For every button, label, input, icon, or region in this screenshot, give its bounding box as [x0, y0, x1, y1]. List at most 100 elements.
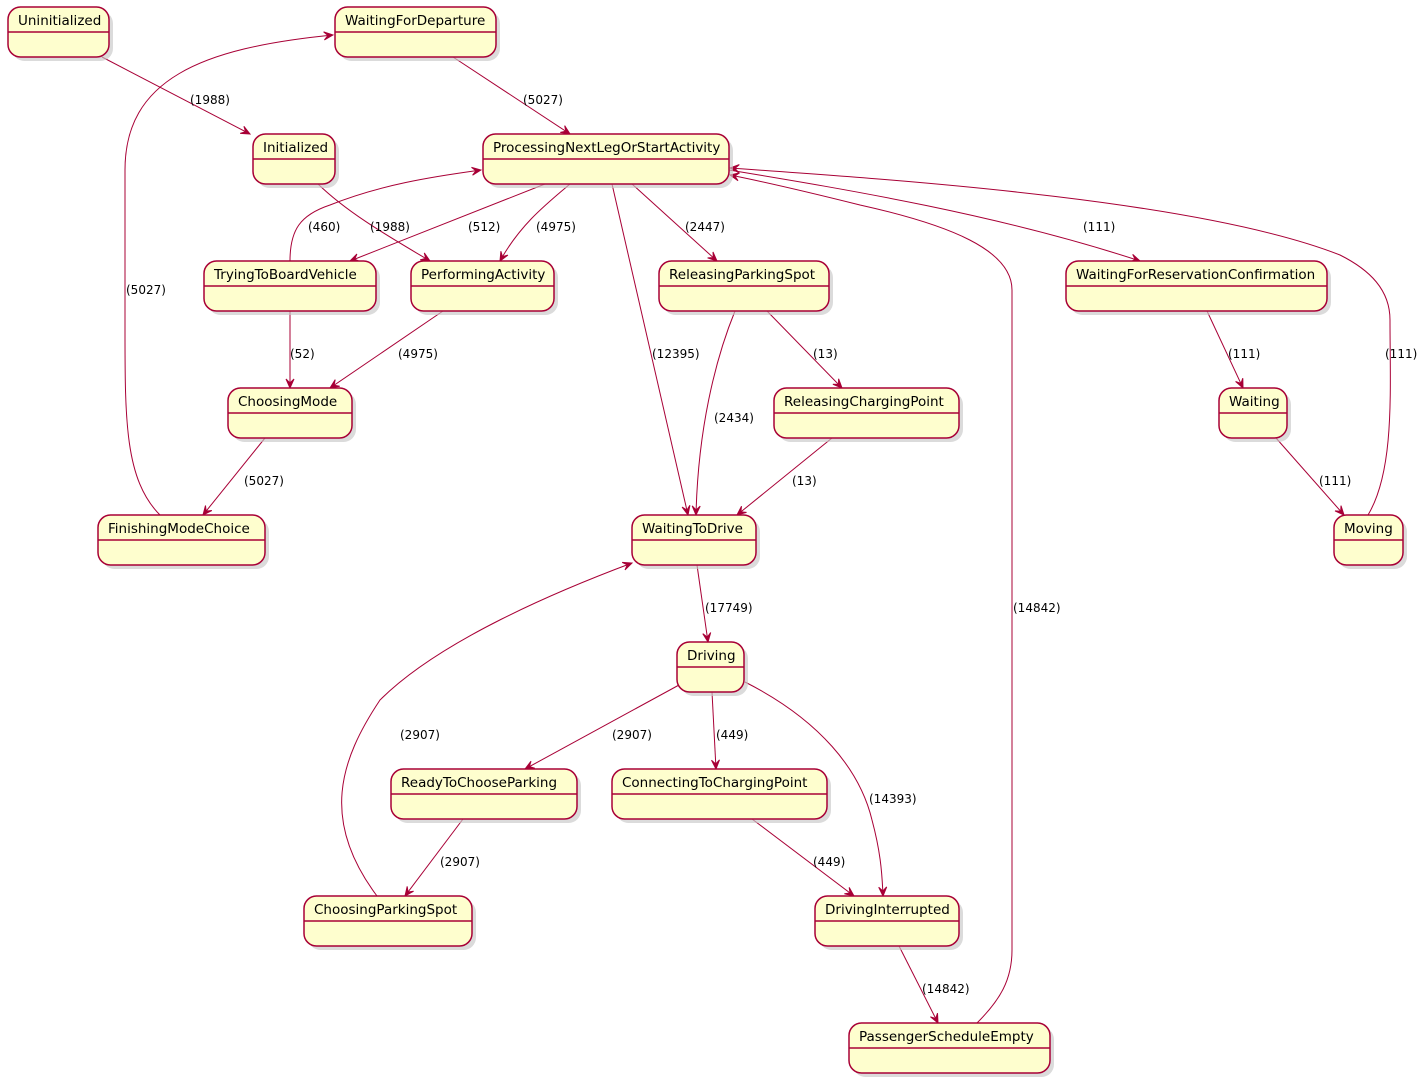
arrow-head: [420, 252, 432, 262]
arrow-head: [728, 164, 740, 174]
transition-performing_activity-to-choosing_mode: [328, 310, 444, 389]
transition-count-label: (2907): [612, 728, 652, 742]
transition-line: [452, 56, 571, 135]
transition-count-label: (13): [813, 347, 838, 361]
state-trying-to-board[interactable]: TryingToBoardVehicle: [203, 260, 380, 315]
transition-finishing_mode_choice-to-waiting_for_departure: [124, 31, 335, 516]
transition-count-label: (2434): [714, 411, 754, 425]
transition-processing_next_leg-to-performing_activity: [499, 183, 571, 263]
state-driving[interactable]: Driving: [676, 641, 748, 696]
edge-labels-layer: (1988)(5027)(5027)(1988)(460)(512)(4975)…: [126, 93, 1417, 996]
transition-line: [631, 183, 718, 262]
transition-count-label: (512): [468, 220, 500, 234]
transition-count-label: (111): [1319, 474, 1351, 488]
transition-count-label: (14393): [869, 792, 917, 806]
arrow-head: [404, 886, 414, 897]
edges-layer: [101, 31, 1391, 1025]
state-initialized[interactable]: Initialized: [252, 133, 339, 188]
transition-processing_next_leg-to-waiting_to_drive: [611, 183, 691, 517]
arrow-head: [1235, 378, 1244, 390]
transition-releasing_charging_point-to-waiting_to_drive: [736, 437, 833, 516]
transition-choosing_parking_spot-to-waiting_to_drive: [341, 561, 634, 897]
state-uninitialized[interactable]: Uninitialized: [7, 6, 113, 61]
transition-count-label: (52): [290, 347, 315, 361]
transition-line: [289, 169, 482, 262]
transition-line: [202, 437, 266, 516]
transition-ready_to_choose_parking-to-choosing_parking_spot: [404, 818, 464, 897]
state-passenger-schedule-empty[interactable]: PassengerScheduleEmpty: [848, 1022, 1054, 1077]
transition-line: [728, 169, 1141, 262]
transition-line: [1275, 437, 1345, 516]
transition-waiting-to-moving: [1275, 437, 1345, 516]
state-name-label: ReleasingParkingSpot: [669, 267, 815, 283]
state-choosing-parking-spot[interactable]: ChoosingParkingSpot: [303, 895, 476, 950]
arrow-head: [323, 31, 335, 41]
arrow-head: [471, 166, 483, 176]
state-name-label: ReleasingChargingPoint: [784, 394, 944, 410]
transition-count-label: (5027): [244, 474, 284, 488]
transition-initialized-to-performing_activity: [317, 183, 432, 262]
transition-driving_interrupted-to-passenger_schedule_empty: [898, 945, 939, 1025]
transition-line: [711, 691, 717, 770]
transition-count-label: (111): [1083, 220, 1115, 234]
state-name-label: Waiting: [1229, 394, 1280, 410]
transition-line: [124, 34, 334, 516]
transition-count-label: (5027): [523, 93, 563, 107]
state-connecting-to-charging-point[interactable]: ConnectingToChargingPoint: [611, 768, 831, 823]
state-releasing-charging-point[interactable]: ReleasingChargingPoint: [773, 387, 963, 442]
arrow-head: [240, 125, 252, 135]
transition-waiting_to_drive-to-driving: [696, 564, 712, 644]
transition-trying_to_board-to-choosing_mode: [285, 311, 295, 390]
transition-line: [729, 167, 1391, 516]
state-releasing-parking-spot[interactable]: ReleasingParkingSpot: [658, 260, 833, 315]
state-name-label: Uninitialized: [18, 13, 101, 29]
transition-trying_to_board-to-processing_next_leg: [289, 166, 483, 262]
transition-uninitialized-to-initialized: [101, 56, 252, 135]
transition-line: [524, 684, 680, 770]
arrow-head: [736, 505, 747, 516]
state-moving[interactable]: Moving: [1333, 514, 1407, 569]
state-name-label: ChoosingParkingSpot: [314, 902, 457, 918]
transition-count-label: (111): [1228, 347, 1260, 361]
transition-releasing_parking_spot-to-waiting_to_drive: [691, 310, 736, 517]
arrow-head: [930, 1013, 939, 1025]
state-finishing-mode-choice[interactable]: FinishingModeChoice: [97, 514, 269, 569]
transition-line: [736, 437, 833, 516]
state-ready-to-choose-parking[interactable]: ReadyToChooseParking: [390, 768, 581, 823]
transition-count-label: (14842): [1013, 601, 1061, 615]
state-name-label: WaitingForDeparture: [345, 13, 485, 29]
state-name-label: TryingToBoardVehicle: [213, 267, 357, 283]
state-performing-activity[interactable]: PerformingActivity: [410, 260, 558, 315]
state-name-label: WaitingToDrive: [642, 521, 743, 537]
state-choosing-mode[interactable]: ChoosingMode: [227, 387, 356, 442]
state-name-label: PerformingActivity: [421, 267, 545, 283]
state-waiting-for-departure[interactable]: WaitingForDeparture: [334, 6, 500, 61]
state-waiting-for-reservation[interactable]: WaitingForReservationConfirmation: [1065, 260, 1331, 315]
state-name-label: WaitingForReservationConfirmation: [1076, 267, 1315, 283]
transition-line: [404, 818, 464, 897]
arrow-head: [621, 561, 634, 571]
transition-line: [729, 174, 1013, 1024]
transition-count-label: (4975): [398, 347, 438, 361]
transition-line: [341, 562, 633, 897]
state-processing-next-leg[interactable]: ProcessingNextLegOrStartActivity: [482, 133, 733, 188]
transition-count-label: (449): [716, 728, 748, 742]
state-driving-interrupted[interactable]: DrivingInterrupted: [814, 895, 963, 950]
arrow-head: [560, 125, 572, 135]
arrow-head: [878, 886, 888, 898]
state-name-label: PassengerScheduleEmpty: [859, 1029, 1034, 1045]
state-waiting[interactable]: Waiting: [1218, 387, 1291, 442]
transition-line: [349, 183, 546, 262]
transition-count-label: (5027): [126, 283, 166, 297]
transition-count-label: (111): [1385, 347, 1417, 361]
state-waiting-to-drive[interactable]: WaitingToDrive: [631, 514, 760, 569]
transition-count-label: (2907): [440, 855, 480, 869]
transition-waiting_for_departure-to-processing_next_leg: [452, 56, 572, 135]
transition-connecting_to_charging_point-to-driving_interrupted: [751, 818, 855, 897]
state-name-label: ChoosingMode: [238, 394, 337, 410]
arrow-head: [711, 759, 720, 771]
arrow-head: [681, 505, 691, 517]
transition-line: [695, 310, 736, 516]
transition-releasing_parking_spot-to-releasing_charging_point: [766, 310, 843, 389]
